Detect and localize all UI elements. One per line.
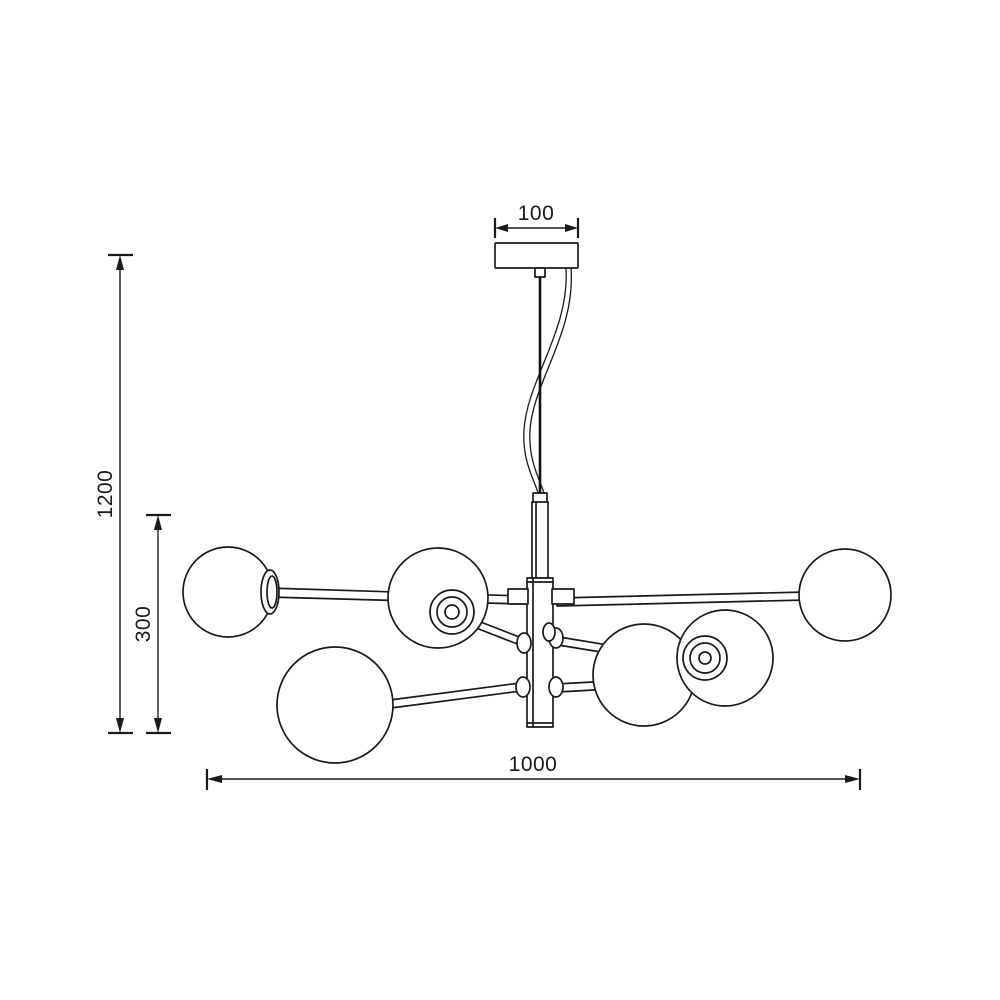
globe-lower-left (276, 646, 394, 764)
globe-far-right (798, 548, 892, 642)
dimension-label-canopy-width: 100 (518, 202, 555, 225)
dimension-fixture-height: 300 (132, 513, 171, 735)
arm-collars (507, 588, 575, 698)
dimension-label-overall-width: 1000 (509, 753, 558, 776)
dimension-overall-height: 1200 (94, 253, 133, 735)
dimension-label-fixture-height: 300 (132, 606, 155, 643)
suspension-assembly (523, 267, 573, 529)
dimension-overall-width: 1000 (205, 753, 862, 790)
dimension-label-overall-height: 1200 (94, 470, 117, 519)
dimension-canopy-width: 100 (493, 202, 580, 238)
globe-upper-left (387, 547, 489, 649)
central-column (526, 501, 554, 728)
globe-inner-right (676, 609, 774, 707)
globe-left (182, 546, 280, 638)
